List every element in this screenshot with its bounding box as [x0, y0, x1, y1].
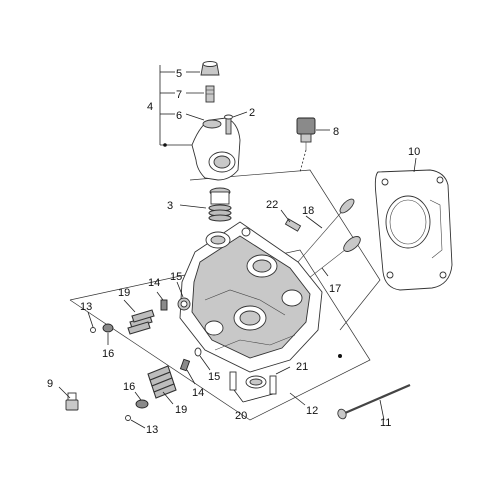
- callout-19-upper: 19: [118, 287, 130, 299]
- callout-9: 9: [47, 378, 53, 390]
- callout-2: 2: [249, 107, 255, 119]
- seal-part-14-upper: [156, 291, 168, 311]
- seal-part-14-lower: [179, 358, 196, 385]
- callout-18: 18: [302, 205, 314, 217]
- callout-14-upper: 14: [148, 277, 160, 289]
- callout-10: 10: [408, 146, 420, 158]
- callout-6: 6: [176, 110, 182, 122]
- callout-15-lower: 15: [208, 371, 220, 383]
- callout-13-lower: 13: [146, 424, 158, 436]
- callout-20: 20: [235, 410, 247, 422]
- callout-15-upper: 15: [170, 271, 182, 283]
- screw-part-2: [224, 111, 248, 135]
- stud-part-22: [280, 209, 302, 232]
- group-4-bracket: [159, 65, 200, 147]
- callout-21: 21: [296, 361, 308, 373]
- callout-14-lower: 14: [192, 387, 204, 399]
- callout-4: 4: [147, 101, 153, 113]
- callout-12: 12: [306, 405, 318, 417]
- collet-part-13-upper: [87, 311, 96, 333]
- oring-part-21: [245, 366, 291, 389]
- valve-spring-upper-part: [123, 299, 155, 335]
- valve-spring-lower-part: [147, 365, 177, 405]
- callout-16-upper: 16: [102, 348, 114, 360]
- seal-part-15-upper: [176, 281, 191, 311]
- callout-8: 8: [333, 126, 339, 138]
- callout-7: 7: [176, 89, 182, 101]
- callout-17: 17: [329, 283, 341, 295]
- callout-11: 11: [380, 417, 391, 429]
- callout-5: 5: [176, 68, 182, 80]
- plug-part-9: [58, 386, 79, 411]
- callout-22: 22: [266, 199, 278, 211]
- callout-3: 3: [167, 200, 173, 212]
- collet-part-13-lower: [125, 415, 146, 429]
- thermostat-housing-part: [185, 113, 241, 181]
- cylinder-head-body: [179, 221, 342, 373]
- retainer-part-16-lower: [134, 391, 149, 409]
- callout-19-lower: 19: [175, 404, 187, 416]
- sensor-pin-part: [186, 85, 215, 103]
- temp-sensor-part: [296, 117, 330, 173]
- group-12-leader: [289, 392, 306, 406]
- head-gasket-part: [374, 157, 453, 291]
- dowel-part-20: [229, 371, 277, 403]
- cap-part: [186, 61, 220, 76]
- retainer-part-16-upper: [102, 323, 114, 345]
- valve-part-18: [297, 198, 355, 263]
- thermostat-part: [179, 187, 232, 222]
- seal-part-15-lower: [194, 347, 211, 371]
- callout-13-upper: 13: [80, 301, 92, 313]
- head-bolt-part-11: [337, 383, 411, 421]
- callout-16-lower: 16: [123, 381, 135, 393]
